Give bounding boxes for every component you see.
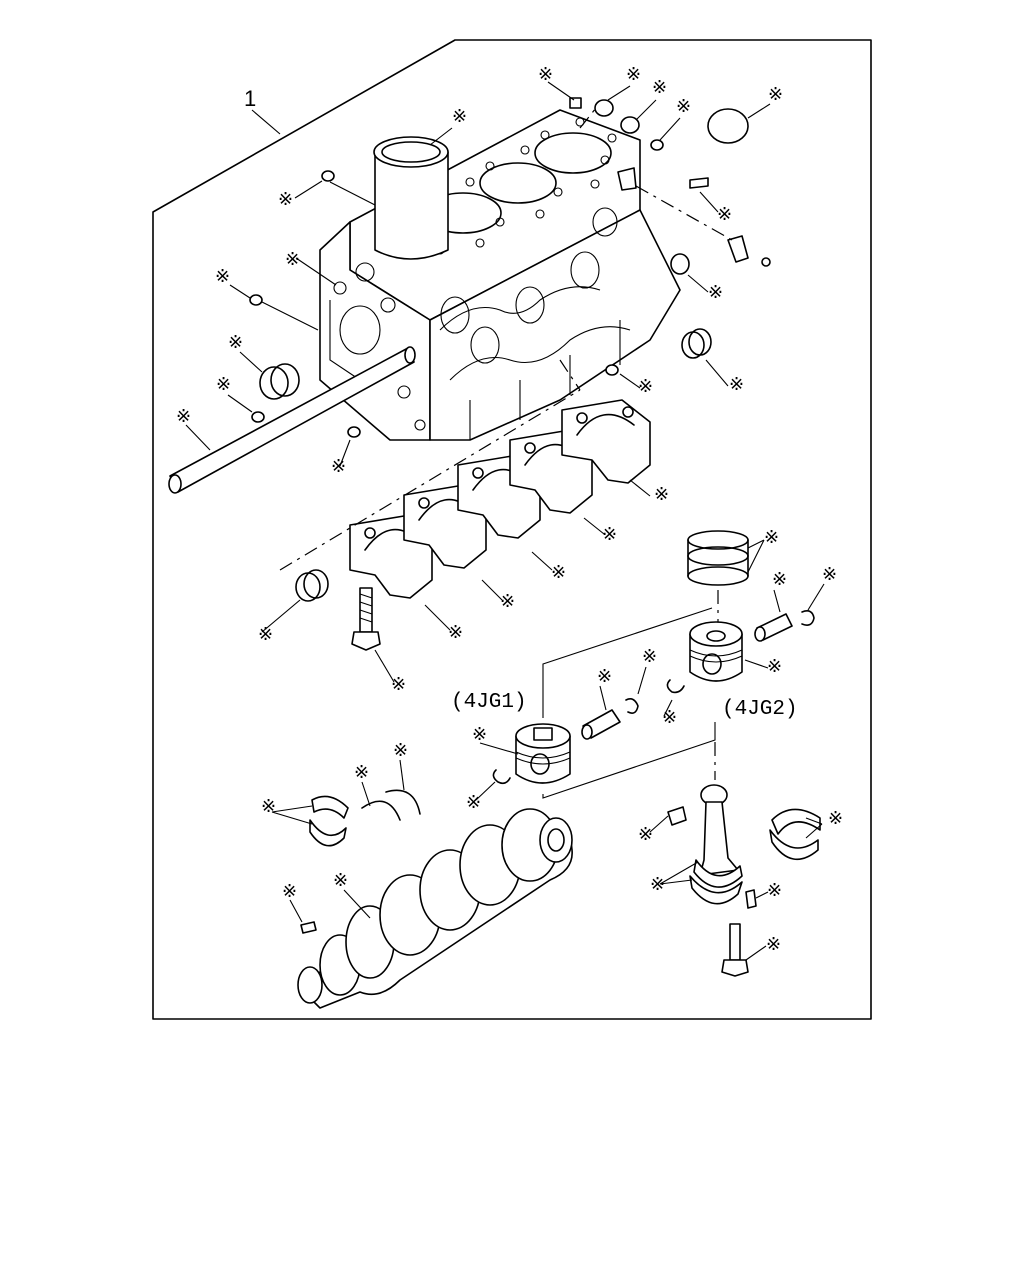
asterisk-marker: ※ [597,666,612,687]
piston-pin-4jg1 [492,698,639,785]
main-bearing-caps [349,399,651,599]
asterisk-marker: ※ [652,77,667,98]
asterisk-marker: ※ [331,456,346,477]
leader-lines [185,81,825,961]
asterisk-marker: ※ [822,564,837,585]
asterisk-marker: ※ [676,96,691,117]
piston-rings [687,530,749,586]
asterisk-marker: ※ [333,870,348,891]
asterisk-marker: ※ [654,484,669,505]
asterisk-marker: ※ [448,622,463,643]
asterisk-marker: ※ [285,249,300,270]
cylinder-block [319,109,681,441]
conrod-bearing-shells [769,808,821,860]
variant-label-4jg2: (4JG2) [722,698,798,721]
asterisk-marker: ※ [452,106,467,127]
crankshaft [297,808,573,1009]
asterisk-marker: ※ [500,591,515,612]
asterisk-marker: ※ [354,762,369,783]
callout-number-1: 1 [244,86,256,111]
piston-4jg2 [689,621,743,682]
cam-bushing-rod [168,346,416,494]
asterisk-marker: ※ [729,374,744,395]
asterisk-marker: ※ [261,796,276,817]
diagram-frame [152,39,872,1020]
asterisk-marker: ※ [638,824,653,845]
asterisk-marker: ※ [766,934,781,955]
asterisk-marker: ※ [282,881,297,902]
assembly-centerlines [559,107,733,391]
asterisk-marker: ※ [708,282,723,303]
asterisk-marker: ※ [228,332,243,353]
asterisk-marker: ※ [717,204,732,225]
piston-4jg1 [515,723,571,784]
asterisk-marker: ※ [772,569,787,590]
asterisk-marker: ※ [602,524,617,545]
asterisk-marker: ※ [626,64,641,85]
cylinder-liner [373,136,449,260]
variant-label-4jg1: (4JG1) [451,691,527,714]
asterisk-marker: ※ [662,707,677,728]
asterisk-marker: ※ [650,874,665,895]
asterisk-marker: ※ [393,740,408,761]
cap-seal-and-bolt [295,569,381,651]
asterisk-markers: ※ ※ ※ ※ ※ ※ ※ ※ ※ ※ ※ ※ ※ ※ ※ ※ ※ ※ ※ ※ … [176,64,843,955]
asterisk-marker: ※ [764,527,779,548]
asterisk-marker: ※ [215,266,230,287]
asterisk-marker: ※ [466,792,481,813]
asterisk-marker: ※ [642,646,657,667]
asterisk-marker: ※ [472,724,487,745]
asterisk-marker: ※ [768,84,783,105]
asterisk-marker: ※ [278,189,293,210]
block-small-parts [249,97,771,438]
asterisk-marker: ※ [176,406,191,427]
callout-leader-1 [251,109,281,135]
asterisk-marker: ※ [767,656,782,677]
asterisk-marker: ※ [551,562,566,583]
main-bearing-shells-and-thrust [309,789,421,847]
piston-pin-4jg2 [666,610,815,694]
asterisk-marker: ※ [767,880,782,901]
asterisk-marker: ※ [538,64,553,85]
asterisk-marker: ※ [216,374,231,395]
asterisk-marker: ※ [638,376,653,397]
asterisk-marker: ※ [258,624,273,645]
asterisk-marker: ※ [828,808,843,829]
connecting-rod [667,784,757,977]
asterisk-marker: ※ [391,674,406,695]
